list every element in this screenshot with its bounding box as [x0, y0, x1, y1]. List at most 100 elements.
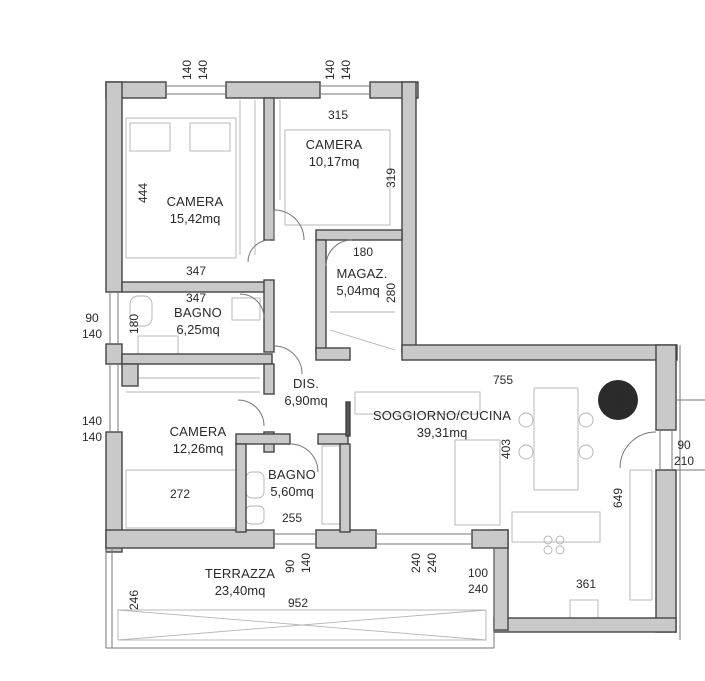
- toilet: [245, 471, 265, 499]
- wall-bottom: [471, 529, 509, 549]
- room-name-dis: DIS.: [293, 376, 319, 391]
- dining-table: [533, 387, 579, 491]
- room-area-camera-1: 15,42mq: [170, 211, 221, 226]
- dim-window-terrace-2b: 240: [425, 553, 439, 573]
- doors: [237, 209, 657, 473]
- wall-internal: [339, 443, 351, 533]
- door-swing: [619, 431, 657, 469]
- wall-internal: [121, 353, 273, 365]
- wall-kitchen-bottom: [493, 617, 677, 633]
- hob-burner: [543, 545, 553, 555]
- dim-terrazza-depth: 246: [127, 590, 141, 610]
- door-swing: [273, 209, 305, 241]
- room-name-camera-3: CAMERA: [170, 424, 227, 439]
- wall-internal: [315, 347, 351, 361]
- room-area-dis: 6,90mq: [284, 393, 327, 408]
- chair: [578, 444, 594, 460]
- wall-left: [105, 343, 123, 365]
- room-name-soggiorno: SOGGIORNO/CUCINA: [373, 408, 511, 423]
- dim-window-top-2a: 140: [323, 60, 337, 80]
- dim-window-terrace-3b: 240: [468, 582, 488, 596]
- wall-right-upper: [401, 81, 417, 355]
- dim-soggiorno-width: 755: [493, 373, 513, 387]
- room-area-terrazza: 23,40mq: [215, 583, 266, 598]
- dim-soggiorno-depth: 403: [499, 439, 513, 459]
- chair: [578, 412, 594, 428]
- hob-burner: [543, 535, 553, 545]
- badge-number: 3: [611, 388, 624, 415]
- dim-bagno-1-width: 347: [186, 291, 206, 305]
- dim-window-top-2b: 140: [339, 60, 353, 80]
- furniture-layer: [117, 100, 653, 641]
- door-swing: [247, 239, 271, 263]
- windows: [109, 85, 705, 640]
- wall-internal: [345, 401, 351, 437]
- pillow: [129, 122, 171, 152]
- wall-internal: [317, 433, 349, 445]
- room-labels: CAMERA 15,42mq CAMERA 10,17mq MAGAZ. 5,0…: [167, 137, 511, 598]
- hob-burner: [555, 545, 565, 555]
- wall-internal: [315, 229, 403, 241]
- dim-camera-1-width: 347: [186, 264, 206, 278]
- dim-magaz-width: 180: [353, 245, 373, 259]
- sofa: [454, 439, 501, 526]
- room-area-camera-2: 10,17mq: [309, 154, 360, 169]
- dim-kitchen-depth: 649: [611, 488, 625, 508]
- badge-circle: [598, 380, 638, 420]
- room-name-bagno-2: BAGNO: [268, 467, 316, 482]
- dim-window-top-1b: 140: [196, 60, 210, 80]
- door-swing: [237, 399, 265, 427]
- wall-left: [105, 431, 123, 553]
- wall-internal: [235, 443, 247, 533]
- wall-top-segment: [225, 81, 321, 99]
- kitchen-counter: [629, 469, 653, 601]
- wall-bottom: [315, 529, 377, 549]
- dim-kitchen-width: 361: [576, 577, 596, 591]
- sofa-back: [354, 391, 481, 415]
- chair: [518, 444, 534, 460]
- bed-camera-1: [125, 117, 237, 259]
- dim-door-right-a: 90: [677, 438, 691, 452]
- sink: [231, 297, 261, 321]
- dim-door-right-b: 210: [674, 454, 694, 468]
- room-name-terrazza: TERRAZZA: [205, 566, 275, 581]
- dim-window-terrace-2a: 240: [409, 553, 423, 573]
- wall-internal: [121, 363, 139, 387]
- dim-window-left-2b: 140: [82, 430, 102, 444]
- wall-internal: [263, 279, 275, 353]
- dim-window-left-1a: 90: [85, 311, 99, 325]
- room-area-soggiorno: 39,31mq: [417, 425, 468, 440]
- door-swing: [239, 293, 265, 319]
- dim-camera-1-height: 444: [136, 183, 150, 203]
- apartment-number-badge: 3: [598, 380, 638, 420]
- dim-window-left-2a: 140: [82, 414, 102, 428]
- wall-internal: [263, 363, 275, 395]
- dim-camera-2-width: 315: [328, 108, 348, 122]
- wall-living-top: [401, 344, 678, 361]
- walls: [105, 81, 678, 633]
- dim-window-terrace-1b: 140: [299, 553, 313, 573]
- dim-camera-2-height: 319: [384, 168, 398, 188]
- kitchen-island: [511, 511, 601, 543]
- wall-internal: [235, 433, 291, 445]
- bed-camera-2: [284, 129, 391, 226]
- dim-window-terrace-3a: 100: [468, 566, 488, 580]
- bidet: [245, 505, 265, 525]
- dim-window-terrace-1a: 90: [283, 559, 297, 573]
- dim-window-top-1a: 140: [180, 60, 194, 80]
- pillow: [189, 122, 231, 152]
- room-area-camera-3: 12,26mq: [173, 441, 224, 456]
- dim-bagno-1-height: 180: [127, 314, 141, 334]
- shower-tray: [137, 335, 179, 357]
- terrace-outline: [105, 548, 495, 649]
- dim-magaz-height: 280: [384, 283, 398, 303]
- shelf-line: [329, 329, 396, 351]
- dim-bagno-2-width: 255: [282, 511, 302, 525]
- door-swing: [273, 345, 303, 375]
- dim-camera-3-width: 272: [170, 487, 190, 501]
- room-name-camera-2: CAMERA: [306, 137, 363, 152]
- room-name-camera-1: CAMERA: [167, 194, 224, 209]
- room-name-magaz: MAGAZ.: [336, 266, 387, 281]
- door-swing: [325, 239, 353, 267]
